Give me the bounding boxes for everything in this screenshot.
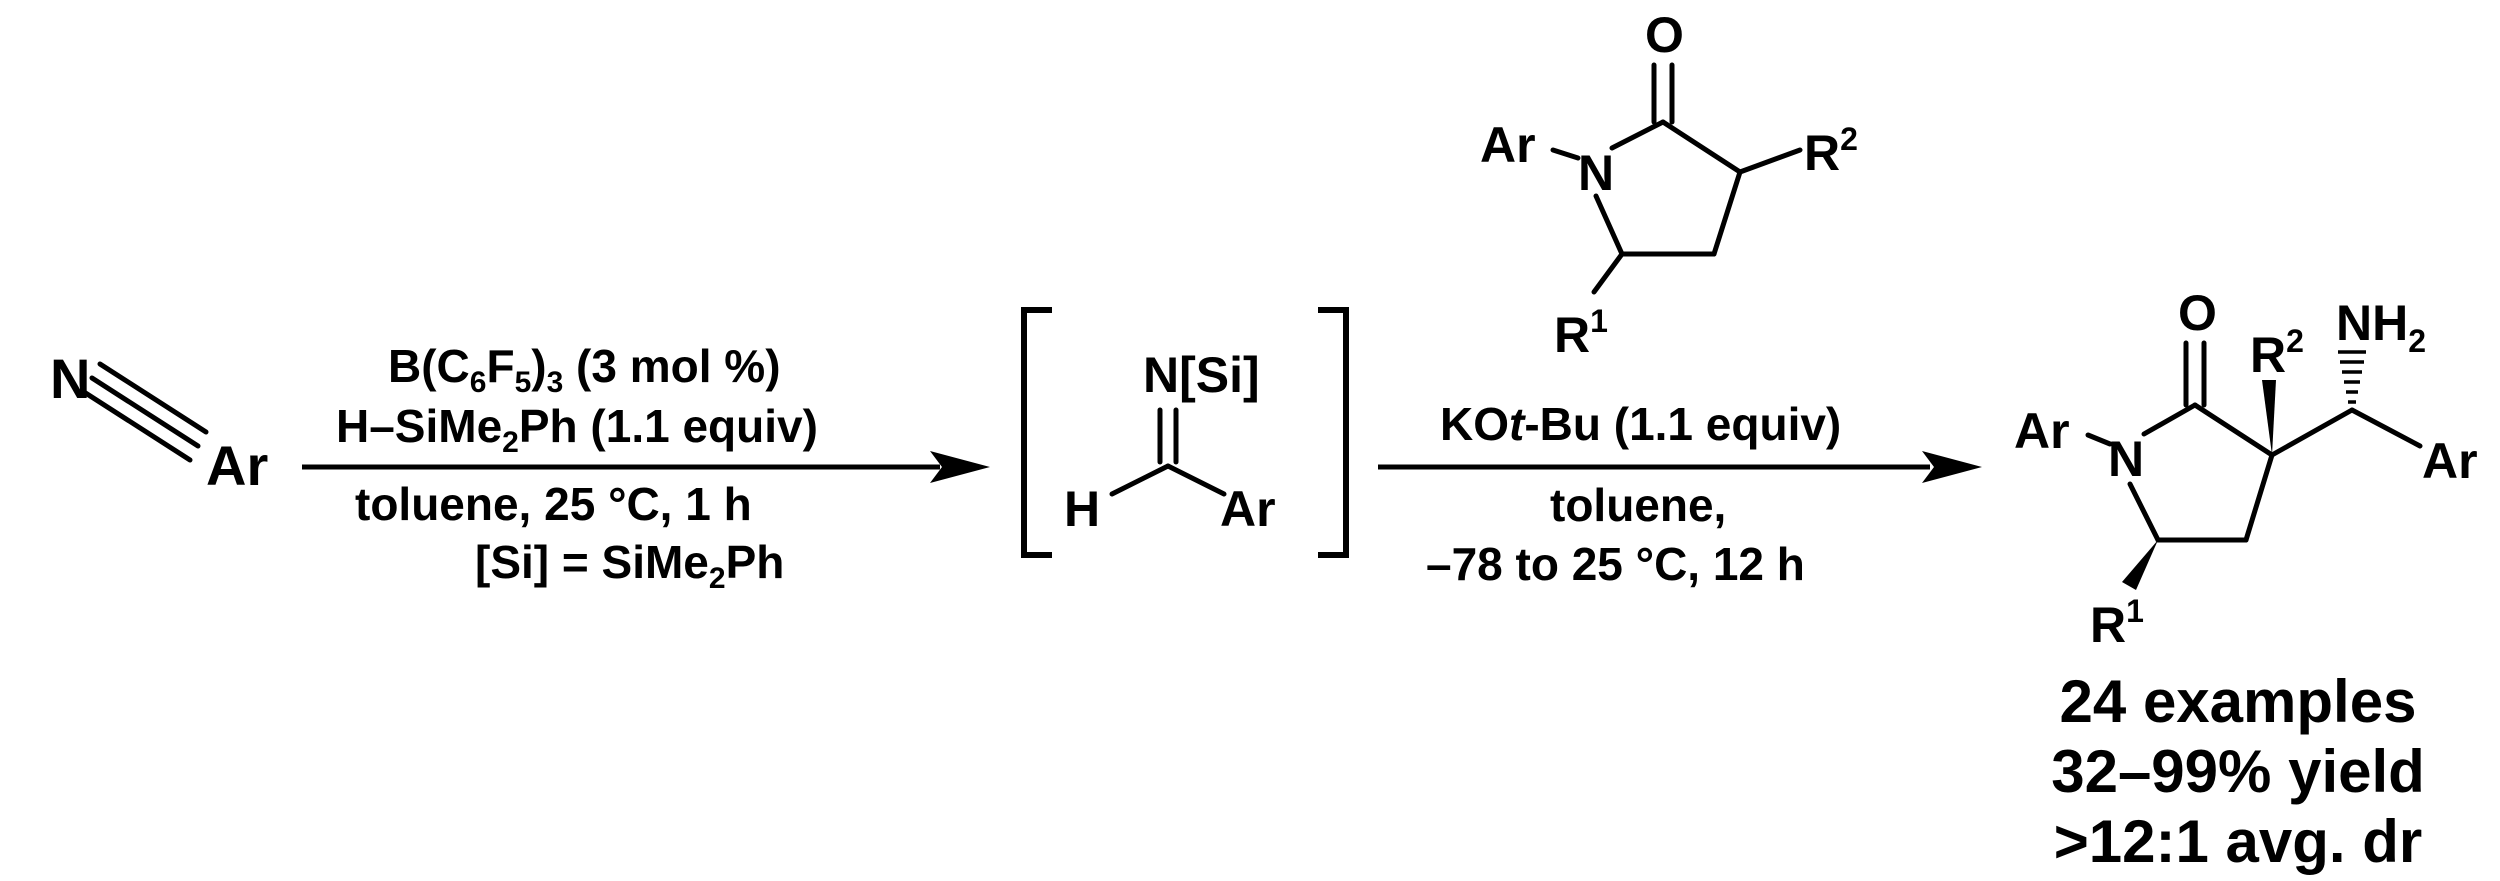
lactam-reagent-c3-c4-bond [1711,169,1743,257]
lactam-product: O Ar N R2 NH2 Ar R1 [2014,285,2478,653]
lactam-reagent-r2-label: R2 [1804,121,1858,181]
imine-ar-label: Ar [1220,481,1276,537]
results-summary: 24 examples 32–99% yield >12:1 avg. dr [2051,668,2425,875]
summary-examples: 24 examples [2060,668,2417,735]
nitrile-n-label: N [50,347,90,410]
step1-conditions-label: toluene, 25 °C, 1 h [355,478,752,530]
product-o-label: O [2178,285,2217,341]
summary-dr: >12:1 avg. dr [2054,808,2423,875]
imine-nsi-label: N[Si] [1143,347,1260,403]
step1-catalyst-label: B(C6F5)3 (3 mol %) [388,340,781,399]
step1-silane-label: H–SiMe2Ph (1.1 equiv) [336,400,818,459]
left-bracket [1021,307,1052,558]
step2-solvent-label: toluene, [1550,479,1726,531]
imine-car-bond [1165,463,1227,497]
step1-arrow-head [930,451,990,483]
lactam-reagent-o-label: O [1645,7,1684,63]
step2-base-label: KOt-Bu (1.1 equiv) [1440,398,1841,450]
lactam-reagent-ar-n-bond [1550,147,1581,161]
summary-yield: 32–99% yield [2051,738,2425,805]
product-r1-wedge [2122,540,2158,590]
product-n-c2-bond [2141,402,2198,437]
lactam-reagent-r1-label: R1 [1554,303,1608,363]
si-definition-label: [Si] = SiMe2Ph [475,536,784,595]
product-ar-n-bond [2085,432,2113,447]
step2-arrow-group: KOt-Bu (1.1 equiv) toluene, –78 to 25 °C… [1378,398,1982,590]
imine-ch-bond [1109,463,1171,497]
lactam-reagent-c5-r1-bond [1591,251,1625,295]
product-r1-label: R1 [2090,593,2144,653]
product-nh2-hash-wedge [2338,350,2366,404]
lactam-reagent-c3-r2-bond [1737,147,1803,175]
product-ar-c-label: Ar [2422,433,2478,489]
imine-intermediate: N[Si] H Ar [1021,307,1349,558]
product-r2-wedge [2262,380,2276,455]
nitrile-triple-bond-upper [97,361,209,435]
product-c3-c4-bond [2243,452,2275,543]
lactam-reagent-n-c2-bond [1609,119,1666,151]
step1-arrow-group: B(C6F5)3 (3 mol %) H–SiMe2Ph (1.1 equiv)… [302,340,990,595]
lactam-reagent-c2-c3-bond [1660,119,1743,175]
product-r2-label: R2 [2250,323,2304,383]
product-c3-calpha-bond [2269,407,2355,458]
nitrile-triple-bond-lower [81,389,193,463]
step2-conditions-label: –78 to 25 °C, 12 h [1426,538,1805,590]
nitrile-triple-bond-center [89,375,201,449]
nitrile-reactant: N Ar [50,347,268,497]
nitrile-ar-label: Ar [206,434,268,497]
lactam-reagent-c5-n-bond [1593,193,1625,257]
lactam-reagent-ar-label: Ar [1480,117,1536,173]
product-calpha-ar-bond [2349,407,2423,449]
step2-arrow-head [1922,451,1982,483]
product-c2-c3-bond [2192,402,2275,458]
lactam-reagent: O Ar N R2 R1 [1480,7,1858,363]
product-nh2-label: NH2 [2336,295,2426,359]
imine-h-label: H [1064,481,1100,537]
right-bracket [1318,307,1349,558]
lactam-reagent-n-label: N [1578,145,1614,201]
product-c5-n-bond [2127,481,2161,543]
product-ar-n-label: Ar [2014,403,2070,459]
product-n-label: N [2108,431,2144,487]
